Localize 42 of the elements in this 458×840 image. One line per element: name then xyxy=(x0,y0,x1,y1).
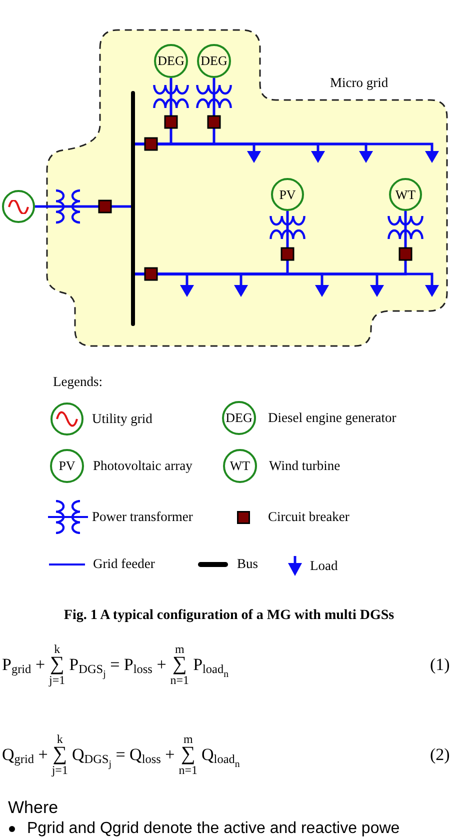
figure-caption: Fig. 1 A typical configuration of a MG with multi DGSs xyxy=(64,607,394,625)
source-symbol: WT xyxy=(223,449,257,483)
equation-term: Q$_{grid}$ + xyxy=(2,744,48,768)
sum-limit: n=1 xyxy=(170,674,190,686)
source-symbol: PV xyxy=(271,178,304,211)
equation-number: (1) xyxy=(430,654,450,676)
region-label: Micro grid xyxy=(330,75,388,91)
legend-label: Bus xyxy=(237,555,258,573)
legend-label: Photovoltaic array xyxy=(93,457,192,475)
sum-limit: n=1 xyxy=(178,764,198,776)
equation-term: P$_{grid}$ + xyxy=(2,654,46,678)
sum-sign: ∑ xyxy=(180,745,196,764)
legend-label: Diesel engine generator xyxy=(268,409,396,427)
source-symbol: DEG xyxy=(197,44,231,78)
sum-limit: m xyxy=(183,733,193,745)
legend-label: Circuit breaker xyxy=(268,508,350,526)
sum-limit: k xyxy=(54,643,60,655)
sum-limit: j=1 xyxy=(52,764,68,776)
microgrid-region xyxy=(46,29,448,347)
legend-label: Power transformer xyxy=(92,508,193,526)
paragraph-heading: Where xyxy=(8,798,58,818)
bus-bar xyxy=(131,91,135,326)
sum-sign: ∑ xyxy=(50,655,64,674)
equation-term: Q$_{DGS}$$_{j}$ = Q$_{loss}$ + xyxy=(72,744,175,772)
sum-sign: ∑ xyxy=(172,655,187,674)
sum-limit: j=1 xyxy=(49,674,66,686)
feeder-line xyxy=(35,205,131,208)
source-symbol: DEG xyxy=(222,401,256,435)
equation-term: P$_{DGS}$$_{j}$ = P$_{loss}$ + xyxy=(69,654,166,682)
legend-label: Wind turbine xyxy=(269,457,340,475)
legend-heading: Legends: xyxy=(53,373,102,391)
sum-limit: k xyxy=(56,733,63,745)
equation-number: (2) xyxy=(430,744,450,766)
source-symbol: DEG xyxy=(154,44,188,78)
sum-limit: m xyxy=(175,643,184,655)
legend-label: Grid feeder xyxy=(93,555,155,573)
source-symbol: WT xyxy=(389,178,422,211)
bullet-text: Pgrid and Qgrid denote the active and reactive powe xyxy=(27,820,400,838)
legend-label: Load xyxy=(310,557,338,575)
legend-label: Utility grid xyxy=(92,410,152,428)
sum-sign: ∑ xyxy=(52,745,68,764)
source-symbol: PV xyxy=(50,449,84,483)
